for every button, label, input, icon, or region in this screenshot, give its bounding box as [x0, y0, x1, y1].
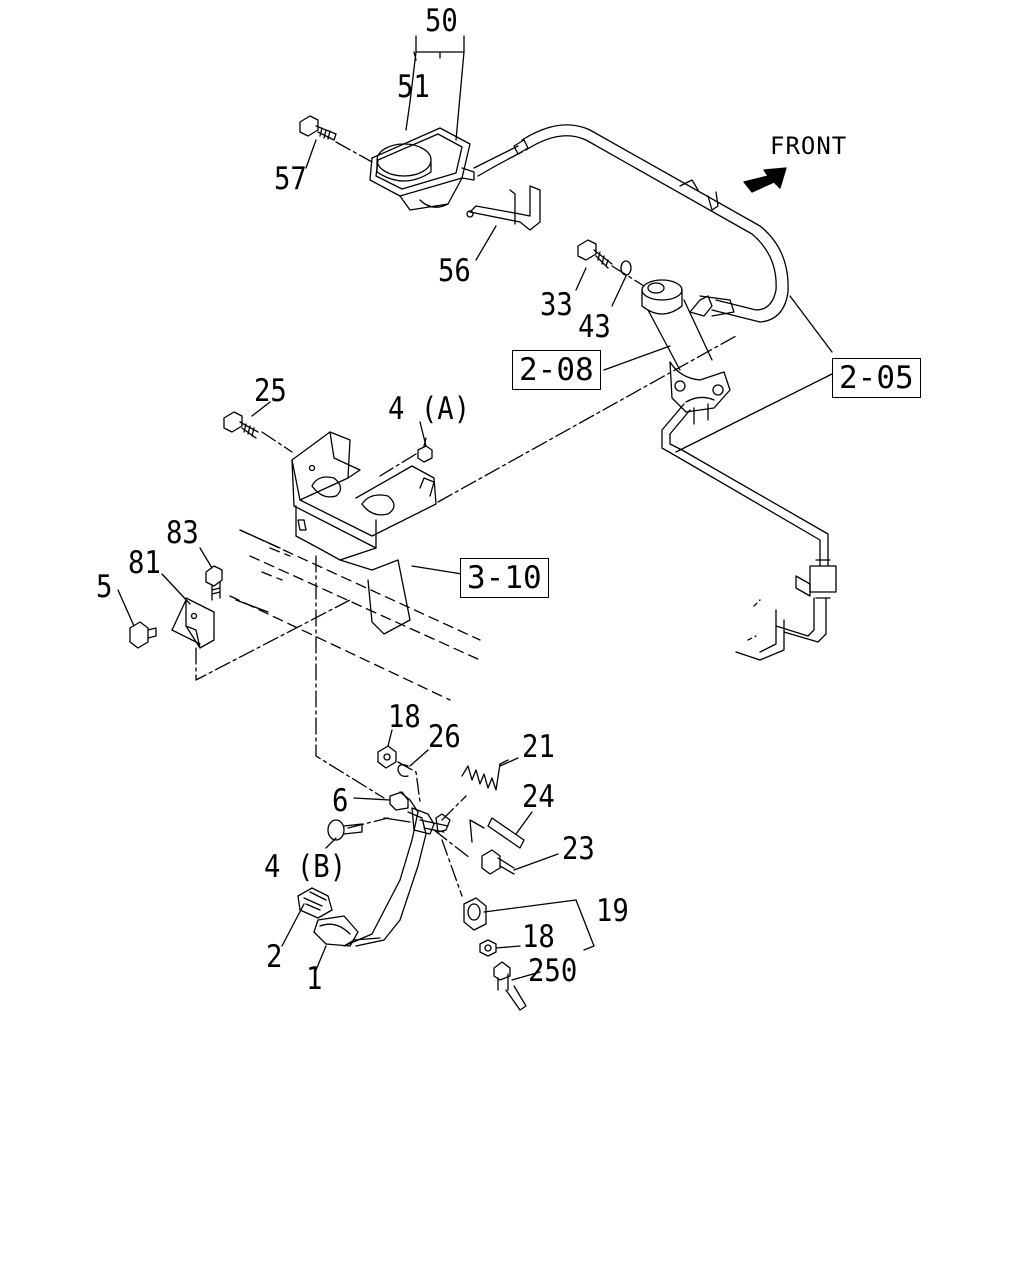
part-label-250: 250	[528, 953, 578, 989]
part-label-6: 6	[332, 783, 349, 819]
part-label-43: 43	[578, 309, 611, 345]
leader-lines	[117, 35, 833, 981]
part-label-18-lower: 18	[522, 919, 555, 955]
part-label-1: 1	[306, 961, 323, 997]
clutch-pedal-arm	[343, 791, 427, 947]
bolt-23	[481, 849, 515, 875]
pedal-bracket	[291, 431, 437, 635]
section-ref-2-08[interactable]: 2-08	[512, 350, 601, 390]
front-direction-label: FRONT	[770, 132, 848, 160]
washer-43	[620, 260, 632, 276]
part-label-83: 83	[166, 515, 199, 551]
reservoir-tank	[369, 127, 475, 211]
supply-hose	[473, 145, 523, 177]
part-label-24: 24	[522, 779, 555, 815]
pedal-pad-rubber-2	[297, 887, 333, 919]
master-cylinder	[641, 279, 735, 425]
part-label-56: 56	[438, 253, 471, 289]
collar-6	[389, 791, 409, 811]
switch-bracket	[171, 597, 215, 649]
part-label-57: 57	[274, 161, 307, 197]
hose-main	[521, 124, 789, 323]
clutch-pipe	[661, 403, 837, 661]
cross-member-solid	[235, 529, 281, 613]
bolt-57	[299, 115, 337, 141]
hose-clip	[679, 179, 719, 211]
part-label-4a: 4 (A)	[388, 391, 471, 427]
part-label-19: 19	[596, 893, 629, 929]
part-label-50: 50	[425, 3, 458, 39]
bolt-25	[223, 411, 259, 439]
switch-5	[129, 621, 157, 649]
part-label-5: 5	[96, 569, 113, 605]
part-label-26: 26	[428, 719, 461, 755]
clevis-19	[463, 897, 487, 931]
pin-24	[469, 817, 525, 849]
stopper-4b	[327, 819, 363, 841]
nut-18a	[377, 745, 397, 769]
part-label-18-upper: 18	[388, 699, 421, 735]
spring-21	[461, 759, 509, 791]
pivot-bushing	[383, 807, 451, 835]
center-lines	[195, 141, 737, 897]
front-arrow	[743, 167, 787, 193]
reservoir-bracket	[466, 185, 541, 231]
section-ref-3-10[interactable]: 3-10	[460, 558, 549, 598]
push-rod-250	[493, 961, 527, 1011]
part-label-21: 21	[522, 729, 555, 765]
part-label-2: 2	[266, 939, 283, 975]
part-label-81: 81	[128, 545, 161, 581]
part-label-25: 25	[254, 373, 287, 409]
pedal-pad	[313, 915, 359, 947]
section-ref-2-05[interactable]: 2-05	[832, 358, 921, 398]
cross-member	[229, 529, 481, 701]
part-label-33: 33	[540, 287, 573, 323]
nut-18b	[479, 939, 497, 957]
bolt-83	[205, 565, 223, 601]
part-label-51: 51	[397, 69, 430, 105]
part-label-23: 23	[562, 831, 595, 867]
bolt-33	[577, 239, 613, 269]
part-label-4b: 4 (B)	[264, 849, 347, 885]
